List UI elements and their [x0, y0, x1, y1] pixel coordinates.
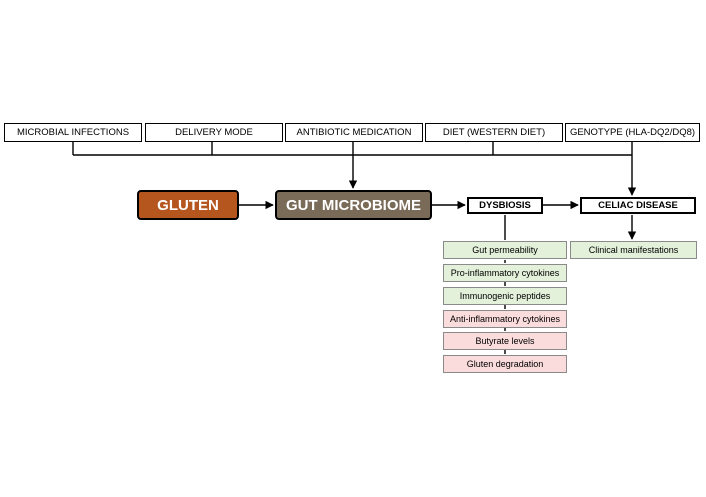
effect-anti-inflammatory-cytokines: Anti-inflammatory cytokines: [443, 310, 567, 328]
effect-gluten-degradation: Gluten degradation: [443, 355, 567, 373]
factor-delivery-mode: DELIVERY MODE: [145, 123, 283, 142]
factor-diet: DIET (WESTERN DIET): [425, 123, 563, 142]
celiac-disease-box: CELIAC DISEASE: [580, 197, 696, 214]
effect-immunogenic-peptides: Immunogenic peptides: [443, 287, 567, 305]
effect-clinical-manifestations: Clinical manifestations: [570, 241, 697, 259]
gluten-box: GLUTEN: [137, 190, 239, 220]
factor-microbial-infections: MICROBIAL INFECTIONS: [4, 123, 142, 142]
effect-gut-permeability: Gut permeability: [443, 241, 567, 259]
dysbiosis-box: DYSBIOSIS: [467, 197, 543, 214]
factor-genotype: GENOTYPE (HLA-DQ2/DQ8): [565, 123, 700, 142]
effect-butyrate-levels: Butyrate levels: [443, 332, 567, 350]
gut-microbiome-box: GUT MICROBIOME: [275, 190, 432, 220]
factor-antibiotic-medication: ANTIBIOTIC MEDICATION: [285, 123, 423, 142]
effect-pro-inflammatory-cytokines: Pro-inflammatory cytokines: [443, 264, 567, 282]
